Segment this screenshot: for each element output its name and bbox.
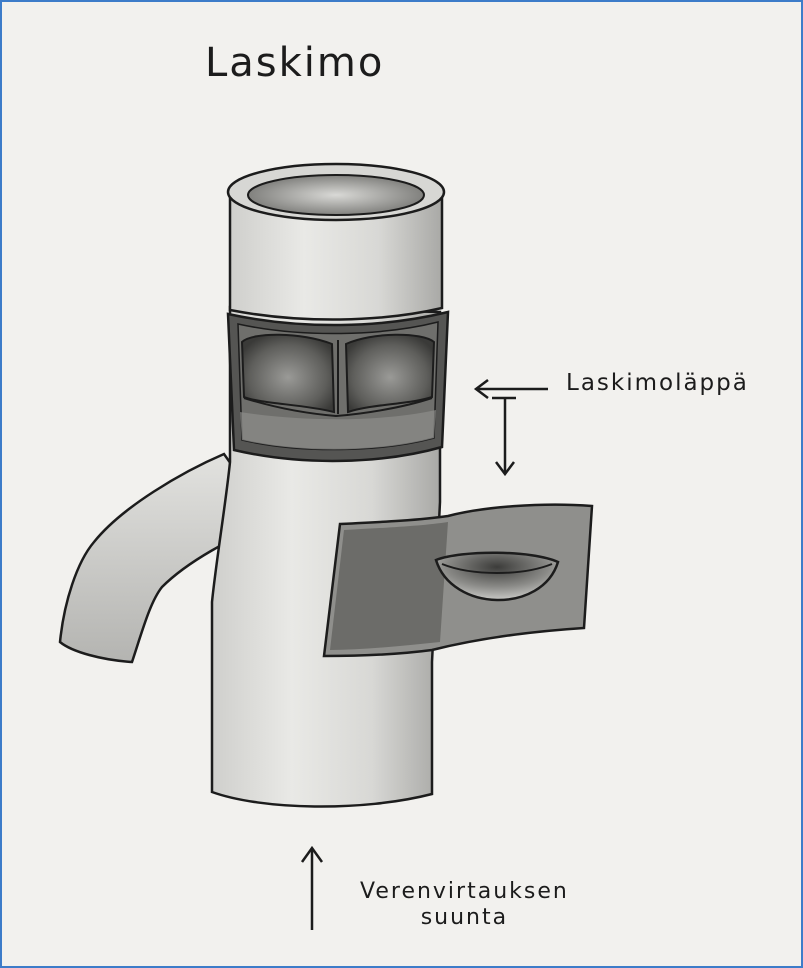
- flow-direction-label-line2: suunta: [360, 905, 569, 931]
- valve-down-arrow: [492, 398, 516, 474]
- valve-label: Laskimoläppä: [566, 370, 749, 396]
- flow-direction-label-line1: Verenvirtauksen: [360, 879, 569, 905]
- valve-pointer-arrow: [476, 380, 548, 398]
- flow-direction-label: Verenvirtauksen suunta: [360, 879, 569, 931]
- vein-lumen: [248, 175, 424, 215]
- diagram-title: Laskimo: [205, 40, 384, 86]
- flow-direction-arrow: [302, 848, 322, 930]
- valve-cusp-left: [242, 335, 334, 412]
